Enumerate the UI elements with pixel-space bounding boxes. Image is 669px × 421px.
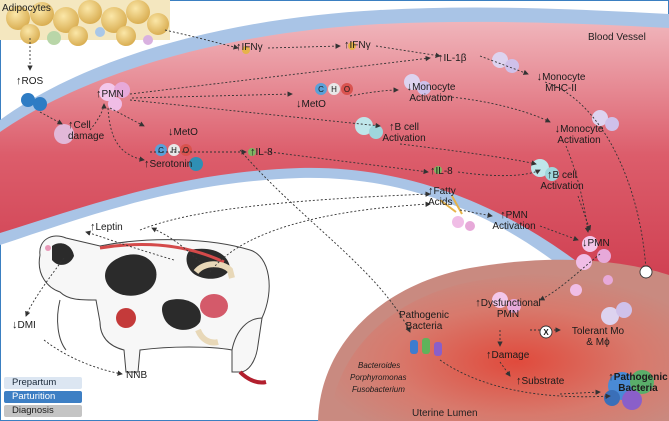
cow-illustration bbox=[38, 235, 270, 385]
genus-porphyromonas: Porphyromonas bbox=[350, 373, 407, 382]
node-bcell-activation-2: ↑B cell Activation bbox=[540, 169, 584, 193]
node-pmn-low: ↓PMN bbox=[582, 237, 610, 250]
legend-parturition: Parturition bbox=[12, 391, 56, 402]
node-il8-left: ↑IL-8 bbox=[250, 146, 273, 159]
node-leptin: ↑Leptin bbox=[90, 221, 123, 234]
node-pmn-top: ↑PMN bbox=[96, 88, 124, 101]
node-pathogenic-bacteria-right: ↑Pathogenic Bacteria bbox=[608, 371, 668, 395]
node-ros: ↑ROS bbox=[16, 75, 44, 88]
molecule-h-left: H bbox=[171, 146, 177, 155]
uterine-lumen bbox=[330, 272, 669, 421]
bacteria-cluster-left bbox=[410, 338, 442, 356]
node-cell-damage: ↑Cell damage bbox=[68, 119, 105, 143]
node-dysfunctional-pmn: ↑Dysfunctional PMN bbox=[475, 297, 541, 321]
node-monocyte-activation-2: ↓Monocyte Activation bbox=[554, 123, 604, 147]
block-x-marker: X bbox=[543, 328, 549, 337]
blood-vessel-label: Blood Vessel bbox=[588, 32, 646, 43]
node-il1b: ↑IL-1β bbox=[438, 52, 467, 65]
node-fatty-acids: ↑Fatty Acids bbox=[428, 185, 456, 209]
node-monocyte-activation-1: ↓Monocyte Activation bbox=[406, 81, 456, 105]
node-pmn-activation: ↑PMN Activation bbox=[492, 209, 536, 233]
node-meto-left: ↓MetO bbox=[168, 126, 198, 139]
genus-fusobacterium: Fusobacterium bbox=[352, 385, 405, 394]
node-damage: ↑Damage bbox=[486, 349, 530, 362]
uterine-lumen-label: Uterine Lumen bbox=[412, 408, 478, 419]
node-monocyte-mhc: ↓Monocyte MHC-II bbox=[536, 71, 586, 95]
molecule-c-mid: C bbox=[318, 85, 324, 94]
legend-prepartum: Prepartum bbox=[12, 377, 57, 388]
node-nnb: NNB bbox=[126, 370, 148, 381]
node-dmi: ↓DMI bbox=[12, 319, 36, 332]
node-serotonin: ↑Serotonin bbox=[144, 158, 193, 171]
bacteria-cluster-right bbox=[604, 370, 654, 410]
node-il8-mid: ↑IL-8 bbox=[430, 165, 453, 178]
adipocytes-label: Adipocytes bbox=[2, 3, 51, 14]
molecule-o-mid: O bbox=[343, 85, 351, 94]
node-ifng-2: ↑IFNγ bbox=[344, 39, 371, 52]
node-substrate: ↑Substrate bbox=[516, 375, 565, 388]
molecule-h-mid: H bbox=[331, 85, 337, 94]
node-meto-mid: ↓MetO bbox=[296, 98, 326, 111]
genus-bacteroides: Bacteroides bbox=[358, 361, 401, 370]
node-bcell-activation-1: ↑B cell Activation bbox=[382, 121, 426, 145]
molecule-c-left: C bbox=[158, 146, 164, 155]
cytokine-markers bbox=[242, 42, 463, 215]
vessel-lumen bbox=[0, 21, 669, 288]
node-pathogenic-bacteria-left: Pathogenic Bacteria bbox=[398, 310, 450, 332]
adipocyte-cluster bbox=[0, 0, 170, 46]
node-ifng-1: ↑IFNγ bbox=[236, 41, 263, 54]
pmn-cells bbox=[99, 82, 613, 313]
legend-diagnosis: Diagnosis bbox=[12, 405, 54, 416]
monocyte-cells bbox=[404, 52, 632, 325]
molecule-o-left: O bbox=[182, 146, 190, 155]
node-tolerant-mo: Tolerant Mo & Mϕ bbox=[571, 326, 625, 348]
